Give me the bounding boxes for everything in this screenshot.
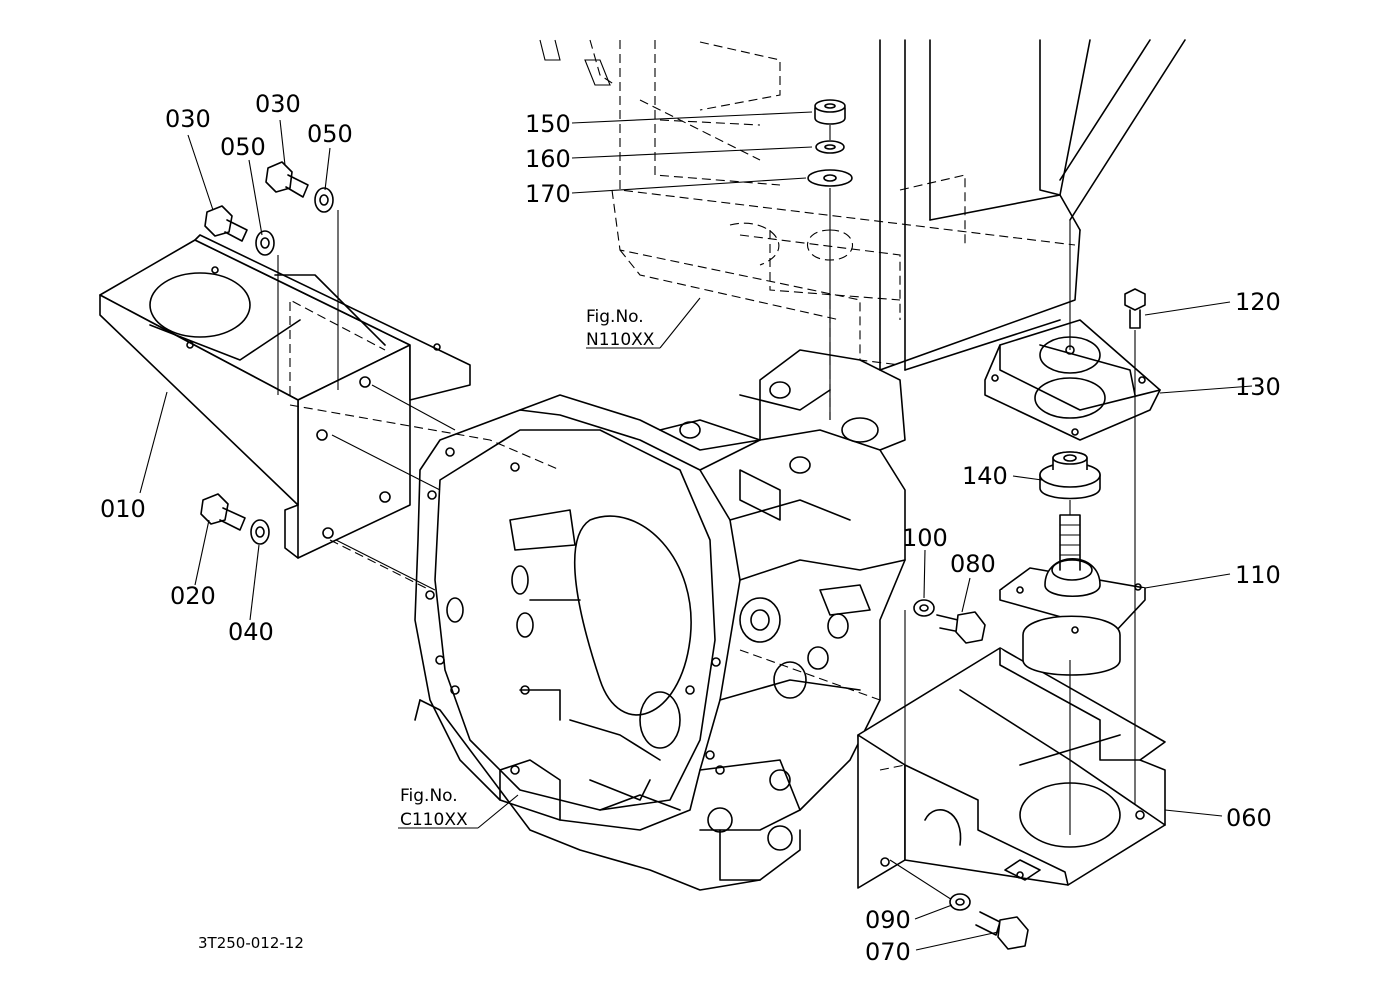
part-label-040: 040: [228, 618, 274, 646]
part-label-150: 150: [525, 110, 571, 138]
part-label-050-right: 050: [307, 120, 353, 148]
part-label-160: 160: [525, 145, 571, 173]
part-label-100: 100: [902, 524, 948, 552]
part-label-170: 170: [525, 180, 571, 208]
drawing-code: 3T250-012-12: [198, 934, 304, 952]
part-labels: 030 030 050 050 010 020 040 150 160 170 …: [100, 90, 1281, 966]
leader-lines: [139, 111, 1253, 951]
part-label-120: 120: [1235, 288, 1281, 316]
part-label-020: 020: [170, 582, 216, 610]
part-label-070: 070: [865, 938, 911, 966]
part-label-030-lower: 030: [165, 105, 211, 133]
part-label-130: 130: [1235, 373, 1281, 401]
part-label-010: 010: [100, 495, 146, 523]
part-label-060: 060: [1226, 804, 1272, 832]
isolator-stack-drawing: [807, 99, 1161, 835]
part-label-110: 110: [1235, 561, 1281, 589]
fig-ref-c110xx-line1: Fig.No.: [400, 786, 458, 806]
upper-frame-drawing: [539, 39, 1186, 371]
fig-ref-c110xx-line2: C110XX: [400, 810, 468, 830]
figure-references: Fig.No. N110XX Fig.No. C110XX: [400, 307, 655, 830]
bracket-010-drawing: [99, 234, 471, 559]
part-label-030-upper: 030: [255, 90, 301, 118]
fig-ref-n110xx-line2: N110XX: [586, 330, 655, 350]
left-hardware-drawing: [200, 161, 456, 591]
part-label-090: 090: [865, 906, 911, 934]
part-label-050-left: 050: [220, 133, 266, 161]
part-label-140: 140: [962, 462, 1008, 490]
fig-ref-n110xx-line1: Fig.No.: [586, 307, 644, 327]
right-hardware-drawing: [913, 599, 1029, 950]
part-label-080: 080: [950, 550, 996, 578]
